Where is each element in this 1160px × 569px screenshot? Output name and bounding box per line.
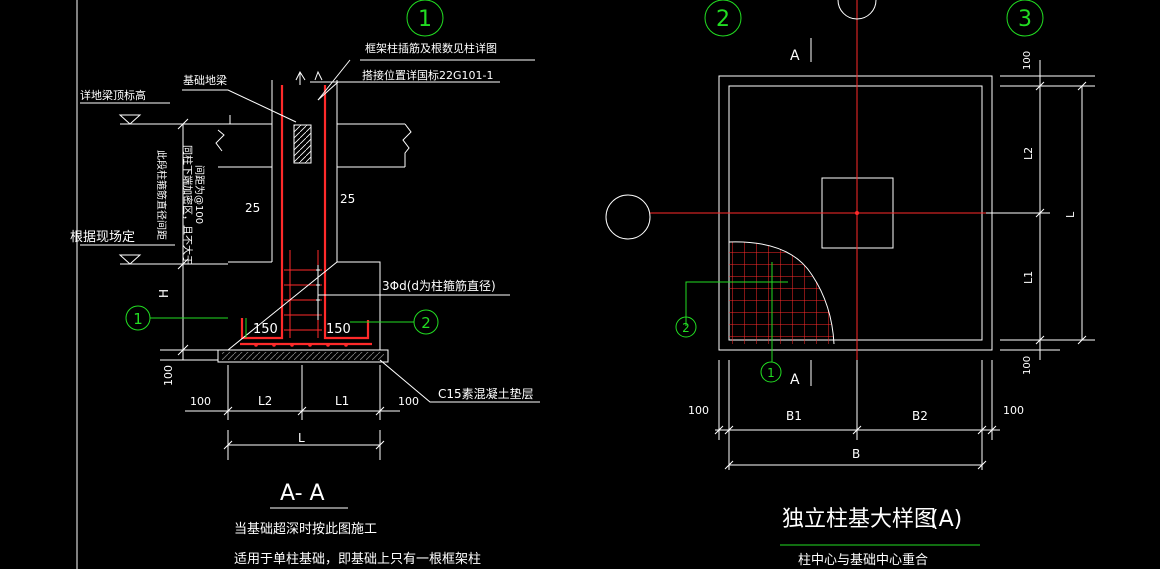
plan-dim-100-right: 100 <box>1003 404 1024 417</box>
svg-text:1: 1 <box>418 7 432 32</box>
plan-callout-1: 1 <box>767 366 775 380</box>
dim-l2: L2 <box>258 394 272 408</box>
plan-dim-b1: B1 <box>786 409 802 423</box>
plan-title: 独立柱基大样图 <box>782 507 936 532</box>
note-vertical-1: 此段柱箍筋直径间距 <box>155 150 168 240</box>
plan-view <box>605 0 1095 546</box>
cut-a-bottom: A <box>790 372 800 388</box>
cushion-note: C15素混凝土垫层 <box>438 386 534 401</box>
note-line-2: 适用于单柱基础，即基础上只有一根框架柱 <box>234 552 481 567</box>
plan-dim-b: B <box>852 447 860 461</box>
dim-h: H <box>157 289 171 298</box>
stirrup-note: 3Φd(d为柱箍筋直径) <box>382 278 496 293</box>
dim-100-right: 100 <box>398 395 419 408</box>
dim-l: L <box>298 431 305 445</box>
plan-dim-l: L <box>1064 211 1077 218</box>
plan-callout-2: 2 <box>682 321 690 335</box>
section-title: A- A <box>280 481 325 506</box>
plan-dim-b2: B2 <box>912 409 928 423</box>
dim-25-left: 25 <box>245 201 260 215</box>
plan-dim-100-left: 100 <box>688 404 709 417</box>
note-line-1: 当基础超深时按此图施工 <box>234 522 377 537</box>
plan-subtitle: 柱中心与基础中心重合 <box>798 552 928 568</box>
note-rebar-bottom: 搭接位置详国标22G101-1 <box>362 68 493 82</box>
cut-a-top: A <box>790 48 800 64</box>
plan-dim-l1: L1 <box>1022 271 1035 284</box>
plan-dim-l2: L2 <box>1022 147 1035 160</box>
dim-100-vertical: 100 <box>162 365 175 386</box>
dim-l1: L1 <box>335 394 349 408</box>
svg-text:2: 2 <box>421 314 431 332</box>
svg-text:1: 1 <box>133 310 143 328</box>
dim-25-right: 25 <box>340 192 355 206</box>
axis-bubble-2: 2 <box>704 0 742 37</box>
note-rebar-top: 框架柱插筋及根数见柱详图 <box>365 41 497 55</box>
axis-bubble-1: 1 <box>406 0 444 37</box>
note-vertical-2: 同柱下端加密区，且不大于 <box>181 145 194 265</box>
svg-text:3: 3 <box>1018 7 1032 32</box>
dim-100-left: 100 <box>190 395 211 408</box>
plan-dim-100-top: 100 <box>1022 51 1033 70</box>
plan-dim-100-bottom: 100 <box>1022 356 1033 375</box>
svg-text:2: 2 <box>716 7 730 32</box>
note-foundation-beam: 基础地梁 <box>183 73 227 87</box>
axis-bubble-3: 3 <box>1006 0 1044 37</box>
section-view: 1 2 <box>76 0 540 569</box>
note-site: 根据现场定 <box>70 230 135 245</box>
note-vertical-3: 间距为@100 <box>193 165 206 224</box>
dim-150-left: 150 <box>253 322 278 337</box>
plan-title-tag: (A) <box>930 507 962 532</box>
note-beam-top: 详地梁顶标高 <box>80 88 146 102</box>
dim-150-right: 150 <box>326 322 351 337</box>
